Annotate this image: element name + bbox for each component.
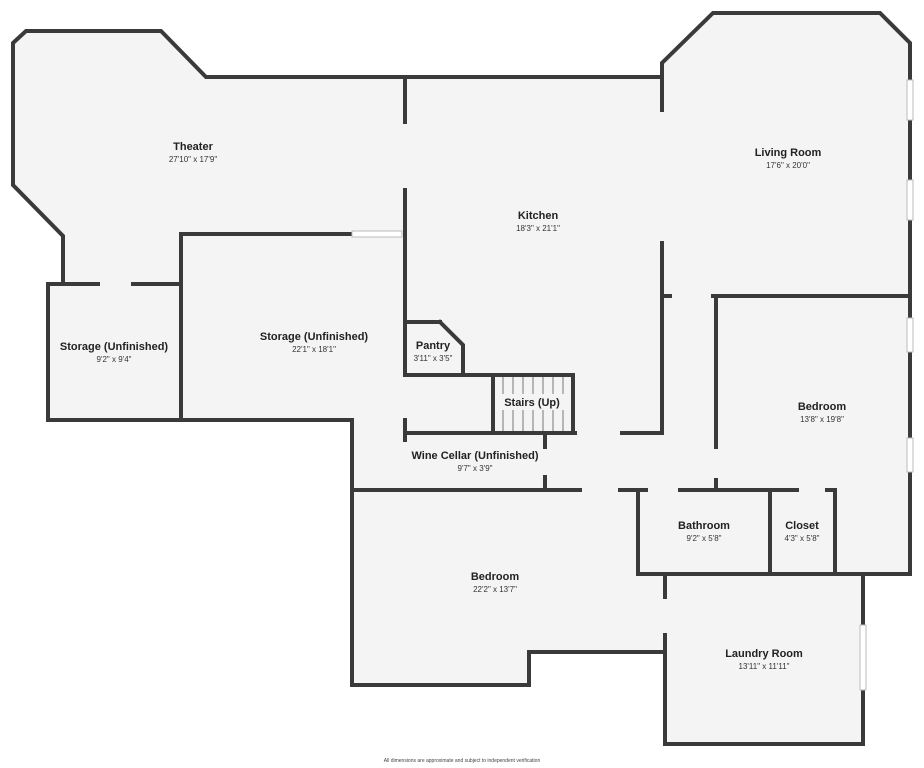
wall [437,319,465,377]
room-dims-wine-cellar: 9'7" x 3'9" [458,464,493,473]
windows [351,79,914,691]
room-label-laundry-room: Laundry Room [725,648,803,660]
room-dims-closet: 4'3" x 5'8" [785,534,820,543]
room-dims-storage-small: 9'2" x 9'4" [97,355,132,364]
room-dims-laundry-room: 13'11" x 11'11" [739,662,790,671]
disclaimer-footer: All dimensions are approximate and subje… [383,758,541,764]
window [906,179,914,221]
room-dims-bedroom-lower: 22'2" x 13'7" [473,585,517,594]
room-label-theater: Theater [173,141,213,153]
room-dims-storage-large: 22'1" x 18'1" [292,345,336,354]
room-dims-pantry: 3'11" x 3'5" [414,354,453,363]
room-dims-living-room: 17'6" x 20'0" [766,161,810,170]
window [351,230,403,238]
wall [491,373,575,435]
room-label-storage-large: Storage (Unfinished) [260,331,369,343]
walls [11,11,912,746]
room-label-bedroom-right: Bedroom [798,401,847,413]
room-label-storage-small: Storage (Unfinished) [60,341,169,353]
room-label-bedroom-lower: Bedroom [471,571,520,583]
room-dims-bathroom: 9'2" x 5'8" [687,534,722,543]
window [859,624,867,691]
room-label-kitchen: Kitchen [518,210,559,222]
window [906,79,914,121]
room-label-stairs: Stairs (Up) [504,397,560,409]
room-label-wine-cellar: Wine Cellar (Unfinished) [411,450,538,462]
room-dims-bedroom-right: 13'8" x 19'8" [800,415,844,424]
room-label-closet: Closet [785,520,819,532]
room-label-pantry: Pantry [416,340,451,352]
window [906,317,914,353]
stairs-label-backdrop [500,394,564,410]
floor-area [13,13,910,744]
room-label-bathroom: Bathroom [678,520,730,532]
window [906,437,914,473]
room-label-living-room: Living Room [755,147,822,159]
room-dims-kitchen: 18'3" x 21'1" [516,224,560,233]
room-dims-theater: 27'10" x 17'9" [169,155,217,164]
